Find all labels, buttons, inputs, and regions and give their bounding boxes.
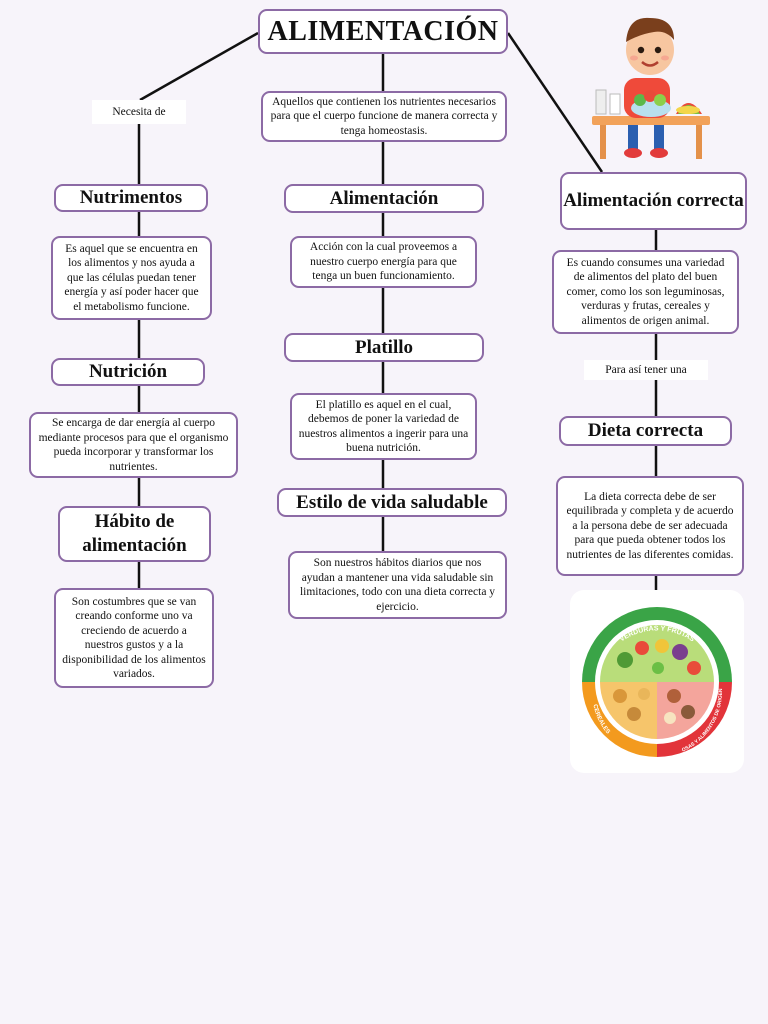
node-nutrimentos-desc: Es aquel que se encuentra en los aliment…	[51, 236, 212, 320]
healthy-eating-plate-icon: VERDURAS Y FRUTAS CEREALES LEGUMINOSAS Y…	[570, 590, 744, 773]
node-alimentacion-correcta: Alimentación correcta	[560, 172, 747, 230]
node-estilo-vida-desc: Son nuestros hábitos diarios que nos ayu…	[288, 551, 507, 619]
node-nutrimentos: Nutrimentos	[54, 184, 208, 212]
node-estilo-vida: Estilo de vida saludable	[277, 488, 507, 517]
node-dieta-correcta-desc: La dieta correcta debe de ser equilibrad…	[556, 476, 744, 576]
node-dieta-correcta: Dieta correcta	[559, 416, 732, 446]
main-title: ALIMENTACIÓN	[258, 9, 508, 54]
center-intro-desc: Aquellos que contienen los nutrientes ne…	[261, 91, 507, 142]
node-nutricion: Nutrición	[51, 358, 205, 386]
connector-label-necesita: Necesita de	[92, 100, 186, 124]
boy-eating-illustration-icon	[588, 10, 714, 160]
node-habito-alimentacion: Hábito de alimentación	[58, 506, 211, 562]
node-alimentacion-desc: Acción con la cual proveemos a nuestro c…	[290, 236, 477, 288]
connector-label-para-asi: Para así tener una	[584, 360, 708, 380]
node-platillo-desc: El platillo es aquel en el cual, debemos…	[290, 393, 477, 460]
node-platillo: Platillo	[284, 333, 484, 362]
node-alimentacion-correcta-desc: Es cuando consumes una variedad de alime…	[552, 250, 739, 334]
node-alimentacion: Alimentación	[284, 184, 484, 213]
node-nutricion-desc: Se encarga de dar energía al cuerpo medi…	[29, 412, 238, 478]
node-habito-alimentacion-desc: Son costumbres que se van creando confor…	[54, 588, 214, 688]
